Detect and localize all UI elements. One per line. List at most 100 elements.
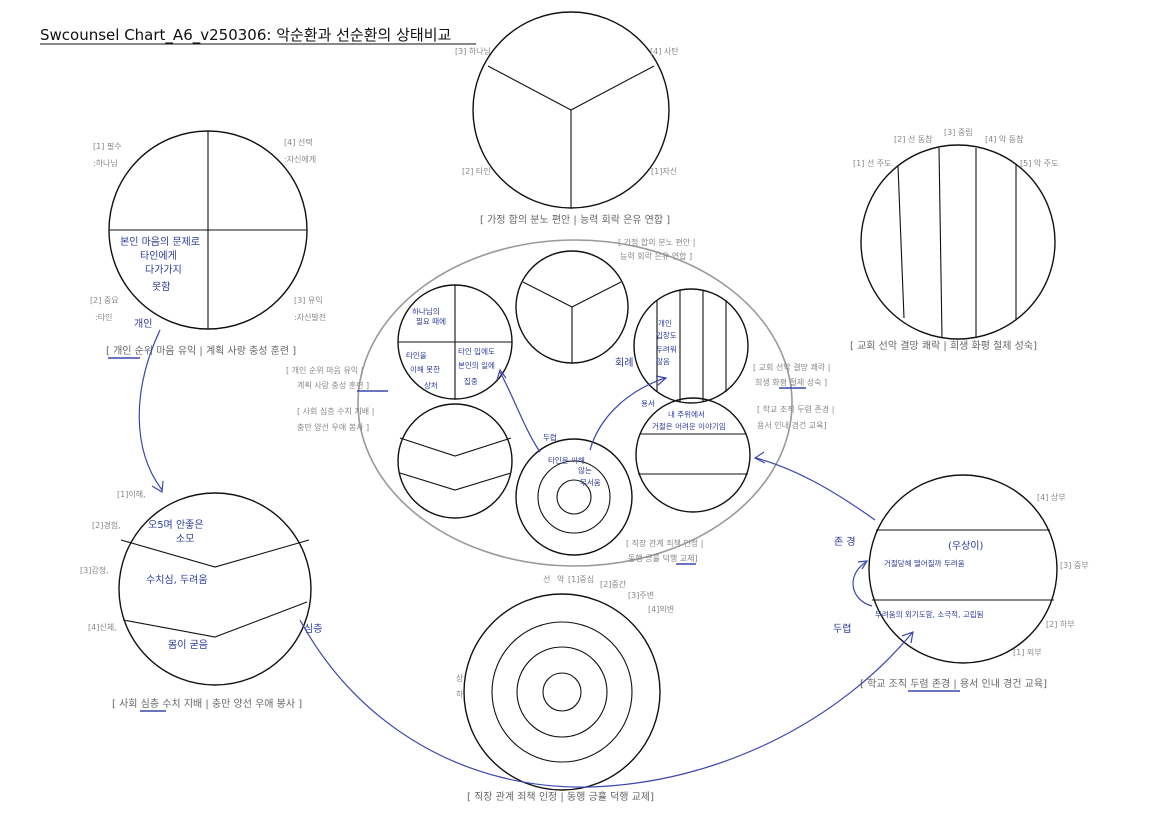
left-handwriting-4: 못함	[152, 281, 170, 293]
left-lower-circle	[118, 492, 312, 686]
bottom-circle	[463, 593, 661, 791]
right-label-good-lead: [1] 선 주도	[853, 159, 892, 168]
right-lower-hand-3: 두려움의 외기도함, 소극적, 고립됨	[875, 609, 984, 619]
left-lower-hand-1: 오5며 안좋은	[148, 519, 204, 531]
left-handwriting-2: 타인에게	[140, 250, 177, 262]
center-label-b-1: [ 직장 관계 죄책 인정 |	[626, 538, 703, 548]
bottom-circle-group: 선 악 [1]중심 [2]중간 [3]주변 [4]외변 상 하 [ 직장 관계 …	[456, 574, 674, 803]
left-label-benefit: [3] 유익	[294, 295, 323, 305]
bottom-caption: [ 직장 관계 죄책 인정 | 동행 긍휼 덕행 교제]	[467, 790, 654, 803]
center-bottom-ring	[537, 460, 611, 534]
center-lower-right-hand-2: 거절은 어려운 이야기임	[652, 421, 726, 431]
center-label-l1-2: 계획 사랑 충성 훈련 ]	[297, 380, 369, 390]
center-bottom-circle	[515, 438, 633, 556]
center-label-tr-2: 능력 회락 은유 연합 ]	[620, 251, 692, 261]
left-lower-chevron	[120, 539, 310, 568]
center-top-sector-line	[571, 281, 622, 308]
center-label-b-2: 동행 긍휼 덕행 교제]	[628, 553, 698, 563]
bottom-ring	[491, 621, 633, 763]
center-right-hand-3: 두려워	[656, 344, 677, 354]
left-label-god: :하나님	[93, 158, 118, 168]
left-lower-label-4: [4]신체,	[88, 622, 117, 632]
bottom-ring	[542, 672, 582, 712]
right-lower-loop-arrow	[852, 561, 873, 607]
center-label-l2-2: 충만 양선 우애 봉사 ]	[297, 423, 369, 432]
center-q3-hand-2: 이해 못한	[410, 364, 440, 374]
center-q4-hand-3: 집중	[464, 376, 478, 386]
right-lower-circle-group: [4] 상부 [3] 중부 [2] 하부 [1] 외부 (우상이) 거절당해 떨…	[833, 474, 1089, 692]
center-chevron-line	[399, 437, 512, 457]
center-bull-hand-1: 타인은 이해	[548, 455, 585, 465]
center-ellipse	[357, 239, 793, 567]
center-group: 하나님의 필요 때에 타인을 이해 못한 상처 타인 입에도 본인의 일에 집중…	[286, 237, 834, 567]
bottom-label-outer: [4]외변	[648, 604, 674, 614]
left-label-essential: [1] 필수	[93, 141, 122, 151]
center-arrow-right-head	[655, 375, 668, 386]
center-q3-hand-1: 타인을	[406, 350, 427, 360]
right-label-good-join: [2] 선 동참	[894, 134, 933, 144]
top-label-self: [1]자신	[651, 167, 677, 176]
bottom-label-good: 선	[543, 575, 550, 584]
bottom-label-evil: 악	[557, 574, 565, 584]
center-label-tr-1: [ 가정 합의 분노 편안 |	[618, 237, 695, 247]
center-right-hand-4: 않음	[656, 357, 670, 366]
left-label-other: :타인	[95, 312, 112, 322]
center-chevron-line	[399, 472, 512, 491]
center-note-yong: 용서	[641, 399, 655, 408]
top-sector-line	[570, 65, 655, 111]
left-lower-note: 심층	[304, 623, 322, 635]
right-lower-hand-1: (우상이)	[948, 540, 984, 552]
left-circle-group: [1] 필수 :하나님 [4] 선택 :자신에게 [2] 중요 :타인 [3] …	[90, 130, 326, 359]
center-arrow-right	[589, 377, 666, 451]
right-circle	[860, 144, 1056, 340]
right-lower-loop-arrow-head	[857, 560, 869, 570]
center-right-hand-2: 입장도	[656, 330, 677, 340]
center-q4-hand-1: 타인 입에도	[458, 346, 495, 356]
left-label-choice: [4] 선택	[284, 137, 313, 147]
center-bottom-ring	[556, 479, 592, 515]
left-caption: [ 개인 순위 마음 유익 | 계획 사랑 충성 훈련 ]	[106, 344, 296, 357]
bottom-label-down: 하	[456, 689, 464, 699]
bottom-label-up: 상	[456, 673, 464, 683]
left-lower-caption: [ 사회 심층 수치 지배 | 충만 양선 우애 봉사 ]	[112, 698, 302, 710]
right-caption: [ 교회 선악 결망 쾌락 | 희생 화평 절제 성숙]	[850, 339, 1037, 352]
center-right-circle	[633, 288, 749, 404]
left-label-important: [2] 중요	[90, 296, 119, 305]
arrow-left-to-left-lower	[138, 329, 163, 491]
top-label-satan: [4] 사탄	[650, 46, 679, 56]
left-label-growth: :자신발전	[294, 312, 326, 322]
right-lower-label-outer: [1] 외부	[1013, 647, 1042, 657]
center-label-l1-1: [ 개인 순위 마음 유익 |	[286, 365, 363, 375]
left-lower-label-2: [2]경험,	[92, 520, 121, 530]
center-note-dw: 두렵	[543, 433, 557, 442]
left-lower-label-3: [3]감정,	[80, 565, 109, 575]
center-q4-hand-2: 본인의 일에	[458, 360, 495, 370]
top-label-god: [3] 하나님	[455, 46, 491, 56]
left-lower-hand-2: 소모	[176, 533, 194, 545]
right-label-neutral: [3] 중립	[944, 128, 973, 137]
right-lower-label-upper: [4] 상부	[1037, 492, 1066, 502]
center-lower-right-circle	[635, 397, 751, 513]
left-handwriting-1: 본인 마음의 문제로	[120, 236, 200, 248]
arrow-left-to-left-lower-head	[151, 480, 164, 494]
left-side-note: 개인	[134, 318, 152, 330]
right-lower-hand-2: 거절당해 떨어질까 두려움	[884, 558, 965, 568]
right-lower-note-respect: 존 경	[834, 535, 856, 548]
right-lower-label-middle: [3] 중부	[1060, 561, 1089, 570]
right-lower-caption: [ 학교 조직 두렴 존경 | 용서 인내 경건 교육]	[860, 677, 1047, 690]
left-handwriting-3: 다가가지	[145, 264, 182, 276]
top-label-other: [2] 타인	[462, 166, 491, 176]
right-label-evil-lead: [5] 악 주도	[1020, 158, 1059, 168]
center-note-hwe: 회례	[615, 357, 633, 369]
right-circle-group: [2] 선 동참 [3] 중립 [4] 악 동참 [1] 선 주도 [5] 악 …	[850, 128, 1059, 352]
left-lower-chevron	[122, 601, 308, 638]
left-lower-hand-4: 몸이 굳음	[168, 639, 208, 651]
left-lower-label-1: [1]이해,	[117, 489, 146, 499]
center-arrow-left-head	[496, 368, 507, 381]
top-caption: [ 가정 합의 분노 편안 | 능력 회락 은유 연합 ]	[480, 214, 670, 226]
center-q3-hand-3: 상처	[424, 380, 438, 390]
center-arrow-left	[499, 371, 541, 453]
right-lower-label-lower: [2] 하부	[1046, 619, 1075, 629]
center-label-r2-1: [ 학교 조직 두렴 존경 |	[757, 404, 834, 414]
